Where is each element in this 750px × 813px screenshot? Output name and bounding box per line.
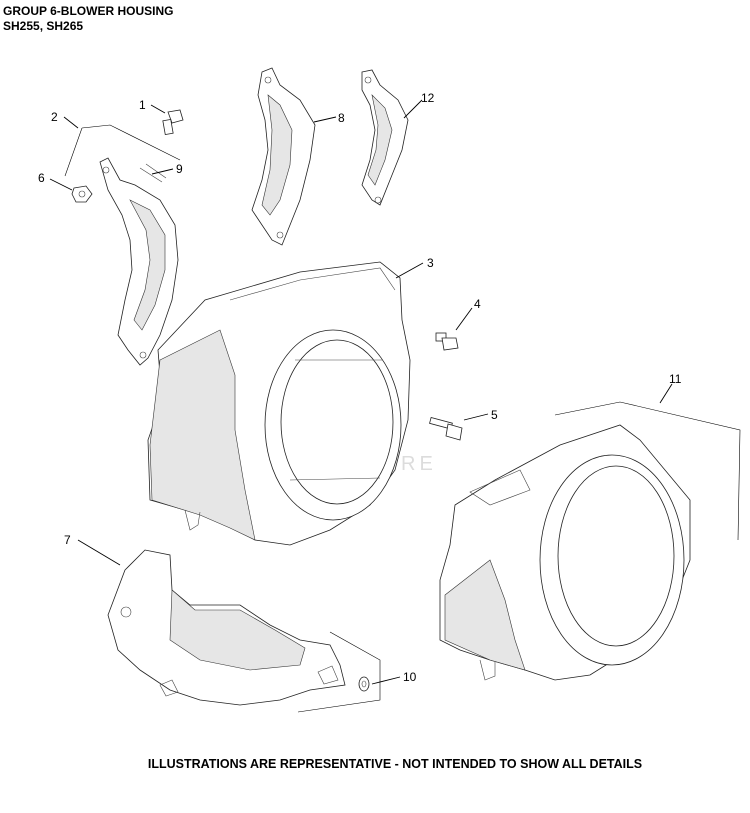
part-4-screw	[435, 332, 459, 351]
diagram-header: GROUP 6-BLOWER HOUSING SH255, SH265	[3, 4, 173, 34]
part-10-grommet	[358, 676, 370, 692]
part-11-blower-housing	[439, 424, 691, 681]
callout-10: 10	[403, 670, 417, 684]
callout-1: 1	[139, 98, 146, 112]
callout-12: 12	[421, 91, 435, 105]
model-numbers: SH255, SH265	[3, 19, 84, 33]
callout-6: 6	[38, 171, 45, 185]
part-3-blower-housing	[147, 261, 411, 546]
callout-9: 9	[176, 162, 183, 176]
callout-8: 8	[338, 111, 345, 125]
callout-5: 5	[491, 408, 498, 422]
leader-lines	[49, 99, 673, 685]
part-6-nut	[71, 185, 93, 203]
part-9-clip	[139, 163, 167, 183]
callout-7: 7	[64, 533, 71, 547]
disclaimer-note: ILLUSTRATIONS ARE REPRESENTATIVE - NOT I…	[147, 757, 643, 771]
group-title: GROUP 6-BLOWER HOUSING	[3, 4, 174, 18]
part-1-bolt	[162, 109, 184, 136]
callout-11: 11	[669, 372, 682, 386]
part-8-shroud-bracket	[251, 67, 316, 246]
callout-labels: 1 2 3 4 5 6 7 8 9 10 11 12	[38, 91, 682, 684]
part-12-shroud-bracket	[361, 69, 409, 206]
part-5-bolt	[429, 417, 463, 441]
callout-3: 3	[427, 256, 434, 270]
callout-2: 2	[51, 110, 58, 124]
part-7-lower-shroud	[107, 549, 346, 706]
group-brackets	[64, 124, 741, 713]
part-2-left-bracket	[99, 157, 179, 366]
callout-4: 4	[474, 297, 481, 311]
